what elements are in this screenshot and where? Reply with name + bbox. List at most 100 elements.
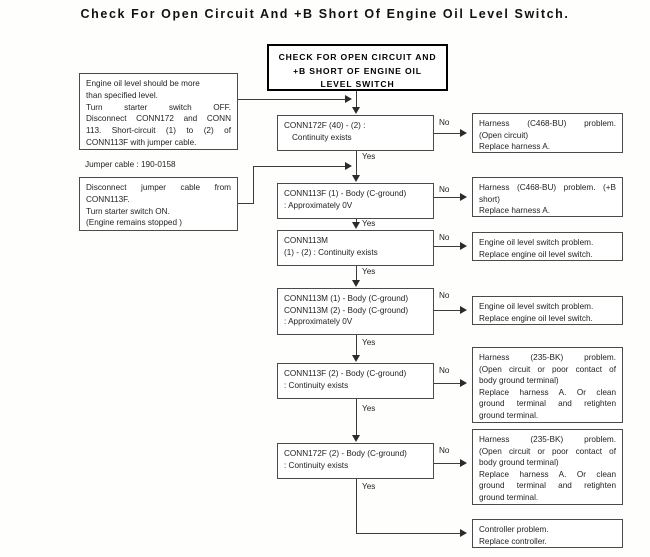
step-1-no-label: No	[439, 118, 450, 127]
step-3-line-1: CONN113M	[284, 236, 328, 245]
result-2-line-2: short)	[479, 194, 500, 204]
arrowhead-step6-no	[460, 459, 467, 467]
connector-note2-to-spine	[253, 166, 346, 167]
step-2-line-1: CONN113F (1) - Body (C-ground)	[284, 189, 407, 198]
connector-note2-vertical	[253, 166, 254, 204]
step-4-line-1: CONN113M (1) - Body (C-ground)	[284, 294, 409, 303]
arrowhead-step1-no	[460, 129, 467, 137]
arrowhead-step6-to-result7	[460, 529, 467, 537]
connector-step6-yes-horizontal	[356, 533, 461, 534]
result-4-box: Engine oil level switch problem. Replace…	[472, 296, 623, 325]
step-2-yes-label: Yes	[362, 219, 376, 228]
step-3-yes-label: Yes	[362, 267, 376, 276]
step-1-yes-label: Yes	[362, 152, 376, 161]
arrowhead-header-to-step1	[352, 107, 360, 114]
arrowhead-step5-no	[460, 379, 467, 387]
result-1-line-1: Harness (C468-BU) problem.	[479, 119, 616, 128]
result-5-line-1: Harness (235-BK) problem.	[479, 353, 616, 362]
step-1-line-2: Continuity exists	[292, 132, 352, 142]
step-6-no-label: No	[439, 446, 450, 455]
precondition-line-2: than specified level.	[86, 90, 158, 100]
step-4-no-label: No	[439, 291, 450, 300]
result-3-line-2: Replace engine oil level switch.	[479, 249, 593, 259]
result-4-line-1: Engine oil level switch problem.	[479, 302, 594, 311]
connector-step4-yes	[356, 335, 357, 356]
result-5-line-4: Replace harness A. Or clean	[479, 387, 616, 397]
step-4-line-3: : Approximately 0V	[284, 317, 353, 327]
connector-step3-yes	[356, 266, 357, 281]
step-5-no-label: No	[439, 366, 450, 375]
result-1-line-2: (Open circuit)	[479, 130, 529, 140]
connector-note1-to-spine	[238, 99, 346, 100]
step-2-line-2: : Approximately 0V	[284, 200, 353, 210]
connector-header-to-step1	[356, 91, 357, 108]
step-4-yes-label: Yes	[362, 338, 376, 347]
result-7-line-2: Replace controller.	[479, 536, 547, 546]
connector-step5-no	[434, 383, 461, 384]
arrowhead-note1-to-spine	[345, 95, 352, 103]
result-5-line-6: ground terminal.	[479, 410, 539, 420]
step-2-no-label: No	[439, 185, 450, 194]
result-7-line-1: Controller problem.	[479, 525, 549, 534]
step-6-line-2: : Continuity exists	[284, 460, 349, 470]
result-6-line-5: ground terminal and retighten	[479, 481, 616, 491]
header-box: CHECK FOR OPEN CIRCUIT AND +B SHORT OF E…	[267, 44, 448, 91]
result-2-line-3: Replace harness A.	[479, 206, 551, 216]
result-2-box: Harness (C468-BU) problem. (+B short) Re…	[472, 177, 623, 217]
result-3-line-1: Engine oil level switch problem.	[479, 238, 594, 247]
arrowhead-step3-no	[460, 242, 467, 250]
result-6-box: Harness (235-BK) problem. (Open circuit …	[472, 429, 623, 505]
step-1-box: CONN172F (40) - (2) : Continuity exists	[277, 115, 434, 151]
result-7-box: Controller problem. Replace controller.	[472, 519, 623, 548]
arrowhead-step2-no	[460, 193, 467, 201]
step-5-line-2: : Continuity exists	[284, 380, 349, 390]
precondition-line-1: Engine oil level should be more	[86, 79, 200, 88]
result-6-line-1: Harness (235-BK) problem.	[479, 435, 616, 444]
step-3-line-2: (1) - (2) : Continuity exists	[284, 247, 378, 257]
result-6-line-3: body ground terminal)	[479, 458, 559, 468]
step-4-line-2: CONN113M (2) - Body (C-ground)	[284, 305, 409, 315]
result-1-box: Harness (C468-BU) problem. (Open circuit…	[472, 113, 623, 153]
arrowhead-step4-no	[460, 306, 467, 314]
step-5-line-1: CONN113F (2) - Body (C-ground)	[284, 369, 407, 378]
precondition-note-box: Engine oil level should be more than spe…	[79, 73, 238, 150]
result-6-line-2: (Open circuit or poor contact of	[479, 446, 616, 456]
precondition-line-5: 113. Short-circuit (1) to (2) of	[86, 126, 231, 136]
precondition-line-3: Turn starter switch OFF.	[86, 102, 231, 112]
connector-step3-no	[434, 246, 461, 247]
header-line-2: +B SHORT OF ENGINE OIL	[293, 65, 422, 76]
connector-step1-yes	[356, 151, 357, 176]
result-4-line-2: Replace engine oil level switch.	[479, 313, 593, 323]
result-2-line-1: Harness (C468-BU) problem. (+B	[479, 183, 616, 192]
result-5-line-3: body ground terminal)	[479, 376, 559, 386]
arrowhead-step3-yes	[352, 280, 360, 287]
step-3-no-label: No	[439, 233, 450, 242]
result-5-box: Harness (235-BK) problem. (Open circuit …	[472, 347, 623, 423]
arrowhead-step4-yes	[352, 355, 360, 362]
jumper-cable-caption: Jumper cable : 190-0158	[85, 160, 176, 169]
result-3-box: Engine oil level switch problem. Replace…	[472, 232, 623, 261]
second-precondition-line-4: (Engine remains stopped )	[86, 218, 183, 228]
result-6-line-4: Replace harness A. Or clean	[479, 469, 616, 479]
step-1-line-1: CONN172F (40) - (2) :	[284, 121, 366, 130]
step-4-box: CONN113M (1) - Body (C-ground) CONN113M …	[277, 288, 434, 335]
result-6-line-6: ground terminal.	[479, 492, 539, 502]
connector-step2-yes	[356, 219, 357, 223]
connector-step6-no	[434, 463, 461, 464]
second-precondition-line-3: Turn starter switch ON.	[86, 206, 170, 216]
step-3-box: CONN113M (1) - (2) : Continuity exists	[277, 230, 434, 266]
step-6-yes-label: Yes	[362, 482, 376, 491]
second-precondition-note-box: Disconnect jumper cable from CONN113F. T…	[79, 177, 238, 231]
arrowhead-step1-yes	[352, 175, 360, 182]
precondition-line-4: Disconnect CONN172 and CONN	[86, 114, 231, 124]
connector-note2-horizontal	[238, 203, 254, 204]
step-5-yes-label: Yes	[362, 404, 376, 413]
page-title: Check For Open Circuit And +B Short Of E…	[80, 7, 570, 21]
connector-step6-yes-vertical	[356, 479, 357, 534]
arrowhead-note2-to-spine	[345, 162, 352, 170]
second-precondition-line-2: CONN113F.	[86, 194, 130, 204]
header-line-3: LEVEL SWITCH	[320, 79, 395, 89]
connector-step4-no	[434, 310, 461, 311]
step-5-box: CONN113F (2) - Body (C-ground) : Continu…	[277, 363, 434, 399]
result-5-line-2: (Open circuit or poor contact of	[479, 364, 616, 374]
